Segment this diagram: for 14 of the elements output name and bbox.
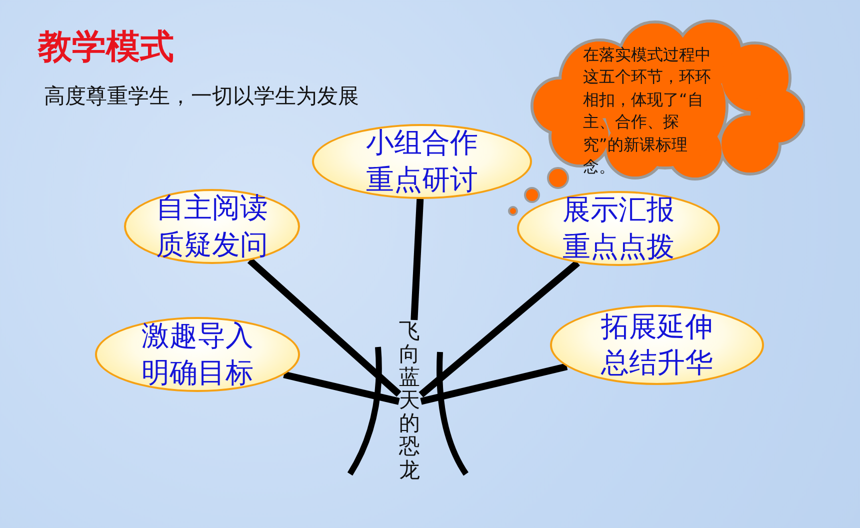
- connector-line: [283, 371, 400, 405]
- step-text: 展示汇报重点点拨: [561, 192, 676, 264]
- connector-line: [420, 363, 568, 405]
- connector-line: [418, 260, 580, 398]
- step-text: 自主阅读质疑发问: [154, 190, 269, 262]
- cloud-text: 在落实模式过程中这五个环节，环环相扣，体现了“自主、合作、探究”的新课标理念。: [583, 44, 712, 178]
- center-text: 飞向蓝天的恐龙: [399, 320, 420, 482]
- step-text: 激趣导入明确目标: [140, 318, 254, 390]
- subtitle: 高度尊重学生，一切以学生为发展: [44, 83, 359, 110]
- connector-line: [247, 258, 402, 397]
- step-text: 拓展延伸总结升华: [600, 308, 714, 381]
- step-text: 小组合作重点研讨: [364, 125, 479, 198]
- connector-line: [410, 198, 424, 320]
- title: 教学模式: [38, 26, 174, 69]
